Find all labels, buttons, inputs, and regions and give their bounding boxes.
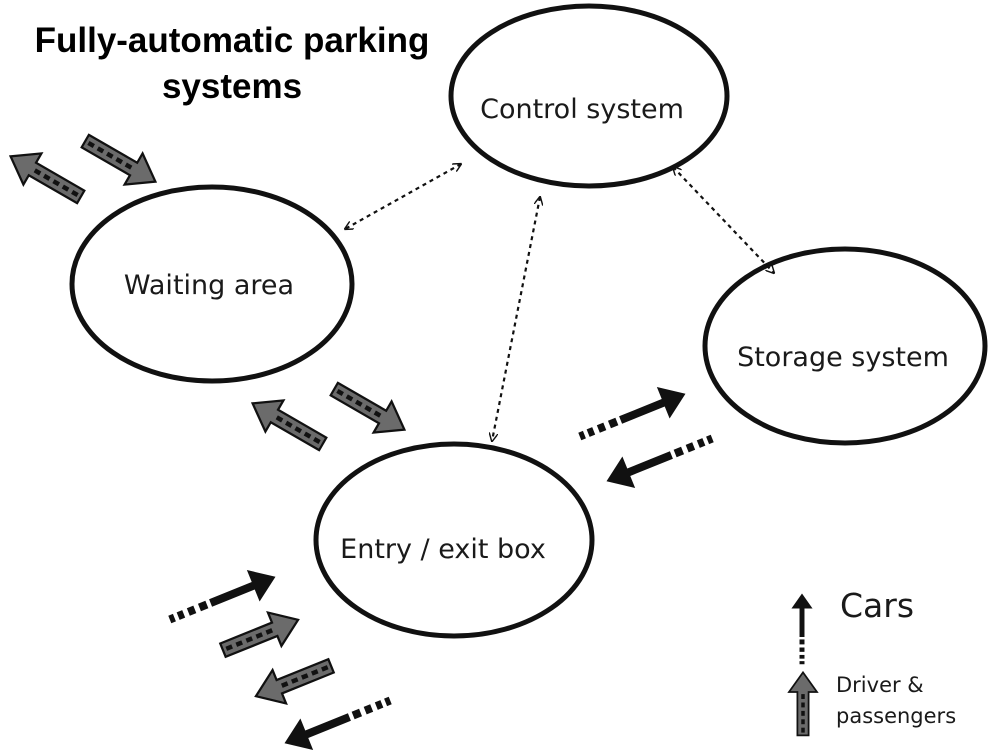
people-arrow-icon	[75, 124, 166, 199]
legend-people-label-line1: Driver &	[836, 673, 924, 697]
connector-control-storage	[673, 167, 774, 273]
entry-exit-box-node	[313, 441, 595, 639]
entry-exit-box-label: Entry / exit box	[340, 534, 546, 565]
people-arrow-icon	[242, 386, 333, 461]
car-arrow-icon	[163, 561, 282, 636]
title-line-2: systems	[161, 67, 303, 106]
storage-system-node	[702, 246, 988, 446]
legend-people-arrow-icon	[788, 671, 818, 737]
diagram-title: Fully-automatic parking systems	[0, 18, 464, 110]
legend-car-arrow-icon	[791, 593, 813, 665]
waiting-area-label: Waiting area	[124, 270, 294, 301]
car-arrow-icon	[573, 378, 692, 453]
control-system-node	[448, 3, 730, 189]
title-line-1: Fully-automatic parking	[34, 21, 430, 60]
people-arrow-icon	[215, 602, 306, 668]
waiting-area-node	[69, 184, 355, 384]
car-arrow-icon	[278, 684, 397, 752]
people-arrow-icon	[248, 648, 339, 714]
connector-control-entry	[492, 197, 540, 441]
legend-cars-label: Cars	[840, 586, 914, 625]
legend: Cars Driver & passengers	[788, 586, 956, 737]
legend-people-label-line2: passengers	[836, 704, 956, 728]
control-system-label: Control system	[480, 94, 684, 125]
people-arrow-icon	[324, 372, 415, 447]
people-arrow-icon	[0, 139, 91, 214]
storage-system-label: Storage system	[737, 342, 949, 373]
car-arrow-icon	[600, 422, 719, 497]
connector-control-waiting	[345, 164, 461, 229]
